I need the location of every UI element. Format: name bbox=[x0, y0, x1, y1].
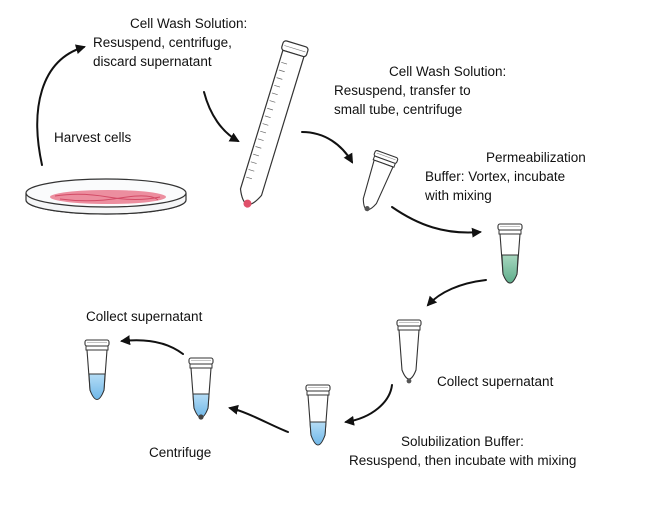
permeabilization-title: Permeabilization bbox=[486, 150, 586, 165]
arrow-left1-icon bbox=[228, 404, 289, 433]
petri-dish-icon bbox=[25, 178, 187, 215]
permeabilization-tube-icon bbox=[497, 223, 523, 284]
wash1-line3: discard supernatant bbox=[93, 54, 212, 69]
wash2-title: Cell Wash Solution: bbox=[389, 64, 507, 79]
centrifuge-label: Centrifuge bbox=[149, 445, 212, 460]
solubilization-tube-icon bbox=[305, 384, 331, 446]
arrow-wash2-icon bbox=[301, 131, 354, 164]
solubilization-title: Solubilization Buffer: bbox=[401, 434, 524, 449]
wash1-line2: Resuspend, centrifuge, bbox=[93, 35, 232, 50]
permeabilization-line3: with mixing bbox=[425, 188, 492, 203]
wash2-line3: small tube, centrifuge bbox=[334, 102, 463, 117]
empty-tube-icon bbox=[396, 319, 422, 384]
permeabilization-line2: Buffer: Vortex, incubate bbox=[425, 169, 566, 184]
conical-tube-icon bbox=[239, 40, 309, 208]
harvest-label: Harvest cells bbox=[54, 130, 132, 145]
wash1-label: Cell Wash Solution: Resuspend, centrifug… bbox=[93, 14, 247, 71]
wash2-label: Cell Wash Solution: Resuspend, transfer … bbox=[334, 62, 506, 119]
solubilization-line2: Resuspend, then incubate with mixing bbox=[349, 453, 577, 468]
arrow-harvest-icon bbox=[36, 44, 86, 166]
collect-supernatant-label-1: Collect supernatant bbox=[437, 374, 554, 389]
arrow-perm-icon bbox=[391, 206, 482, 238]
collected-tube-icon bbox=[84, 339, 110, 400]
arrow-down2-icon bbox=[344, 384, 393, 426]
solubilization-label: Solubilization Buffer: Resuspend, then i… bbox=[349, 432, 576, 470]
arrow-down1-icon bbox=[426, 279, 487, 307]
small-tube-icon bbox=[354, 149, 399, 215]
permeabilization-label: Permeabilization Buffer: Vortex, incubat… bbox=[425, 148, 586, 205]
arrow-wash1-icon bbox=[203, 91, 240, 142]
wash2-line2: Resuspend, transfer to bbox=[334, 83, 471, 98]
collect-supernatant-label-2: Collect supernatant bbox=[86, 309, 203, 324]
cell-pellet bbox=[243, 199, 252, 208]
centrifuged-tube-icon bbox=[188, 357, 214, 420]
arrow-left2-icon bbox=[120, 335, 184, 355]
wash1-title: Cell Wash Solution: bbox=[130, 16, 248, 31]
